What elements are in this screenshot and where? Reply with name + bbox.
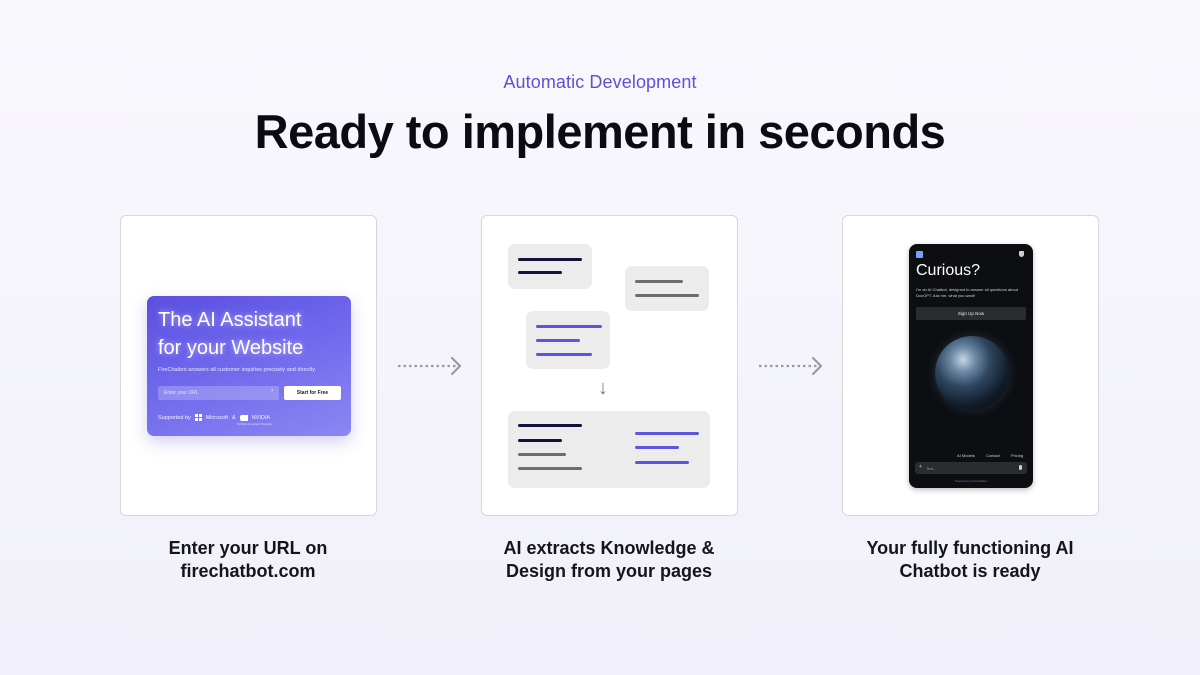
plus-icon[interactable]: +: [919, 464, 922, 470]
caption-line: Enter your URL on: [168, 538, 328, 558]
text-line: [536, 325, 602, 328]
earth-image: [935, 336, 1009, 410]
chatbot-description: I'm an AI Chatbot, designed to answer al…: [916, 287, 1018, 298]
text-line: [518, 271, 562, 274]
caption-line: AI extracts Knowledge &: [503, 538, 715, 558]
text-line: [635, 432, 699, 435]
step-caption-3: Your fully functioning AI Chatbot is rea…: [820, 537, 1120, 583]
shield-icon: [1019, 251, 1024, 257]
text-line: [536, 353, 592, 356]
hero-title: The AI Assistant for your Website: [158, 306, 303, 362]
caption-line: Chatbot is ready: [899, 561, 1041, 581]
source-tile-2: [625, 266, 709, 311]
caption-line: Your fully functioning AI: [866, 538, 1074, 558]
step-card-extract: ↓: [481, 215, 738, 516]
start-for-free-button[interactable]: Start for Free: [284, 386, 341, 400]
microsoft-logo-icon: [194, 414, 202, 421]
microphone-icon[interactable]: [1019, 465, 1022, 470]
supported-by-label: Supported by: [158, 414, 191, 421]
nvidia-logo-icon: [239, 414, 248, 421]
text-line: [635, 280, 683, 283]
page-title: Ready to implement in seconds: [254, 105, 946, 158]
arrow-down-icon: ↓: [598, 377, 608, 399]
hero-title-line-1: The AI Assistant: [158, 309, 302, 331]
text-line: [518, 453, 566, 456]
nav-link-contact[interactable]: Contact: [986, 453, 1000, 458]
arrow-right-icon: [398, 356, 462, 376]
chevron-right-icon: ›: [271, 387, 274, 394]
text-line: [536, 339, 580, 342]
hero-preview: The AI Assistant for your Website FireCh…: [147, 296, 351, 436]
partner-microsoft: Microsoft: [205, 414, 229, 421]
step-card-enter-url: The AI Assistant for your Website FireCh…: [120, 215, 377, 516]
hero-title-line-2: for your Website: [158, 337, 304, 359]
sign-up-button[interactable]: Sign Up Now: [916, 307, 1026, 320]
brand-logo-icon: [916, 251, 923, 258]
step-caption-2: AI extracts Knowledge & Design from your…: [459, 537, 759, 583]
nvidia-program-note: NVIDIA Inception Program: [237, 422, 273, 426]
partner-nvidia: NVIDIA: [251, 414, 271, 421]
arrow-right-icon: [759, 356, 823, 376]
text-line: [518, 258, 582, 261]
caption-line: Design from your pages: [505, 561, 713, 581]
step-card-chatbot-ready: Curious? I'm an AI Chatbot, designed to …: [842, 215, 1099, 516]
step-caption-1: Enter your URL on firechatbot.com: [98, 537, 398, 583]
text-line: [518, 439, 562, 442]
text-line: [635, 294, 699, 297]
supported-by: Supported by Microsoft & NVIDIA: [158, 414, 270, 421]
result-tile: [508, 411, 710, 488]
nav-link-ai-models[interactable]: AI Models: [957, 453, 975, 458]
phone-preview: Curious? I'm an AI Chatbot, designed to …: [909, 244, 1033, 488]
text-line: [635, 446, 679, 449]
url-input[interactable]: [158, 386, 279, 400]
chat-input-placeholder: Text...: [926, 465, 937, 471]
source-tile-1: [508, 244, 592, 289]
eyebrow-label: Automatic Development: [503, 72, 697, 92]
powered-by: Powered by FireChatbot: [954, 479, 988, 483]
hero-subtitle: FireChatbot answers all customer inquiri…: [158, 367, 316, 373]
caption-line: firechatbot.com: [180, 561, 316, 581]
source-tile-3: [526, 311, 610, 369]
text-line: [518, 424, 582, 427]
chatbot-title: Curious?: [916, 262, 981, 279]
chat-input[interactable]: + Text...: [915, 462, 1027, 474]
text-line: [635, 461, 689, 464]
text-line: [518, 467, 582, 470]
nav-link-pricing[interactable]: Pricing: [1011, 453, 1024, 458]
ampersand: &: [232, 414, 236, 421]
